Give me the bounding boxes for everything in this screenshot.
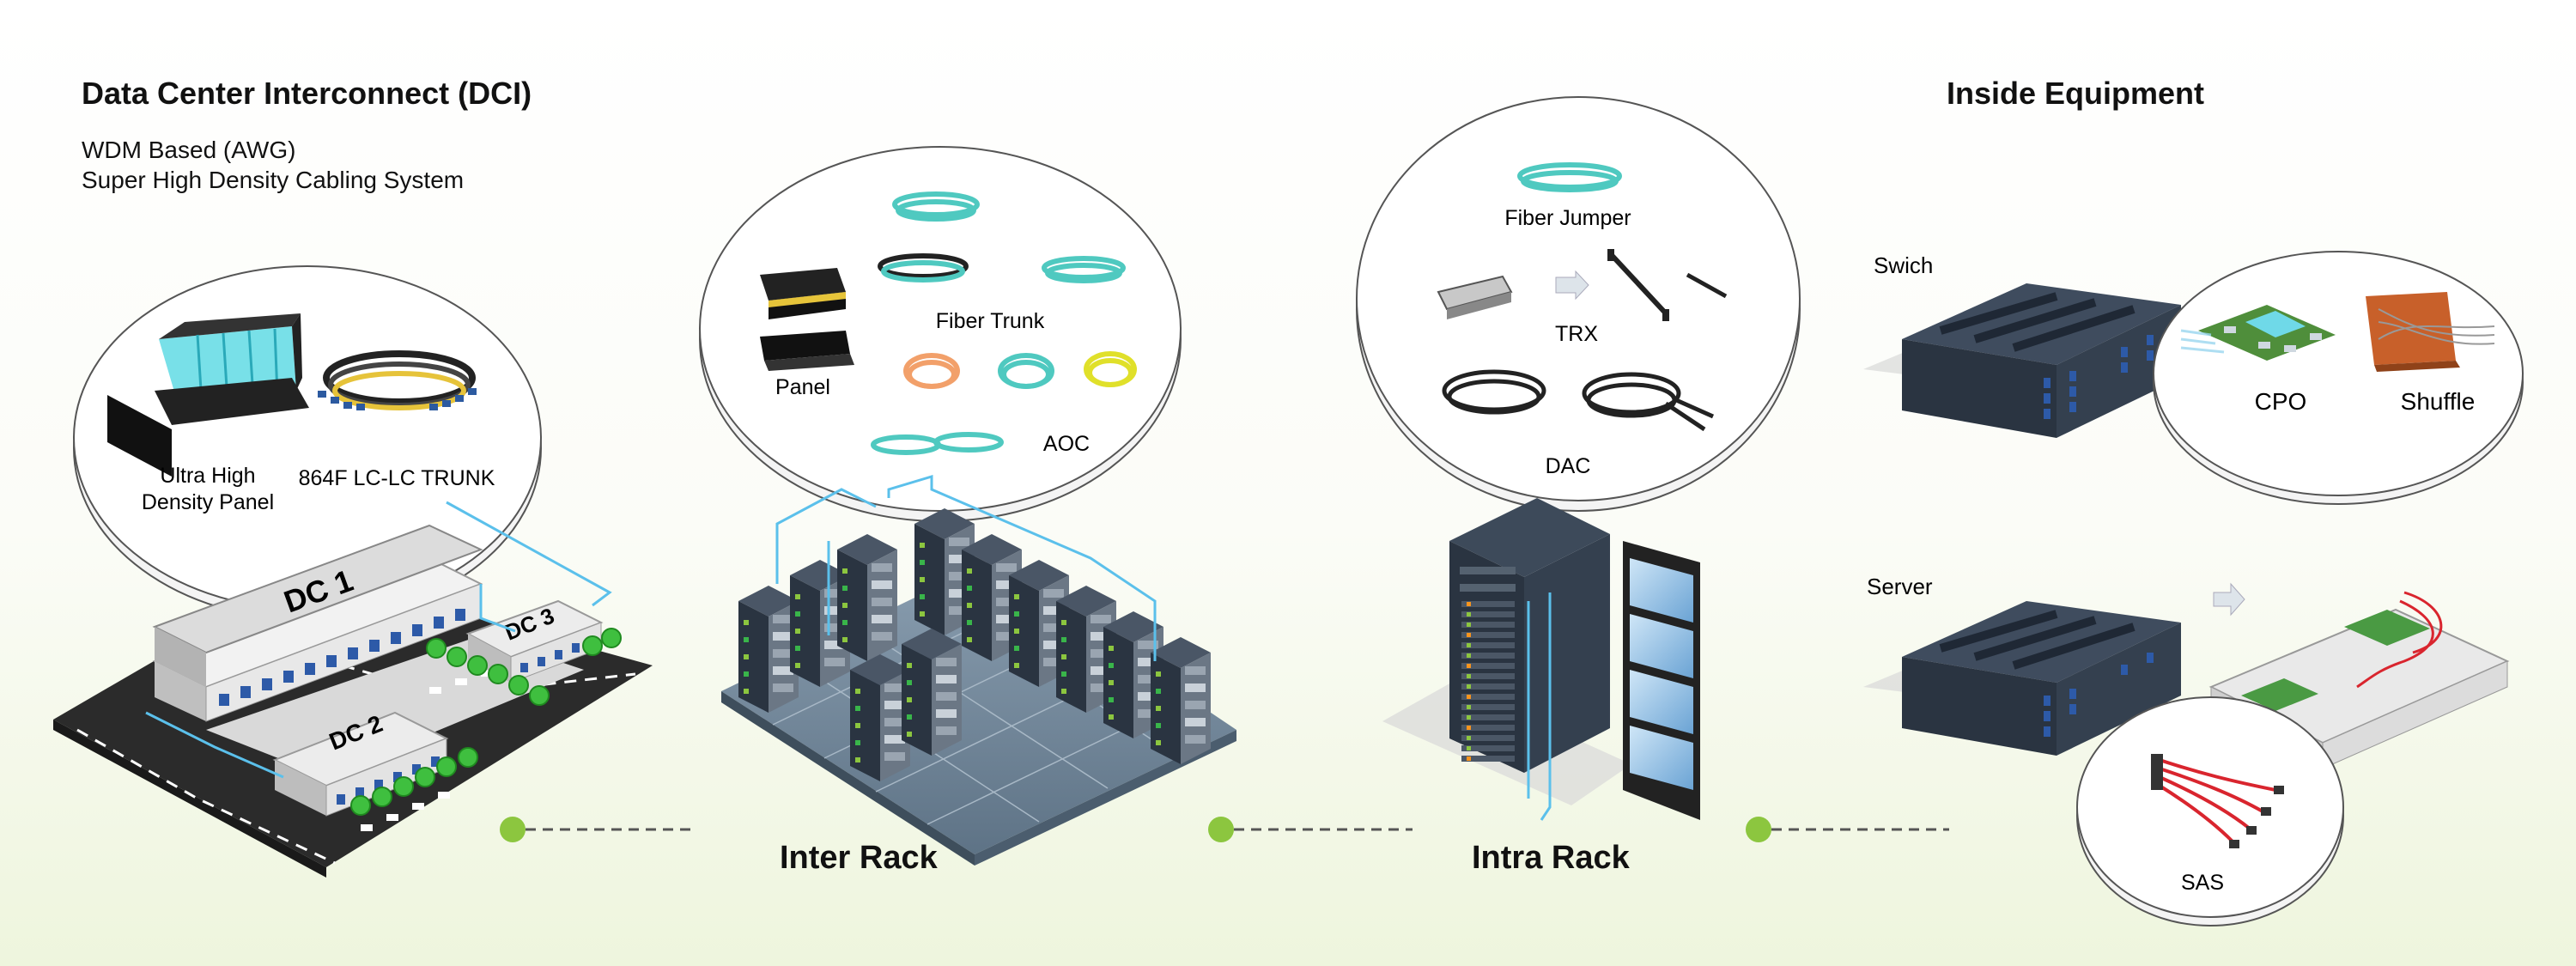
switch-chassis — [1863, 283, 2181, 438]
fiber-trunk-label: Fiber Trunk — [936, 309, 1045, 333]
shuffle-label: Shuffle — [2401, 388, 2476, 415]
dci-fiber-links — [145, 501, 612, 779]
inside-equipment-title: Inside Equipment — [1947, 76, 2205, 111]
intra-rack-title: Intra Rack — [1472, 840, 1630, 876]
trx-images — [1437, 249, 1728, 321]
dac-images — [1442, 369, 1715, 432]
server-rack — [1151, 637, 1211, 764]
server-rack — [837, 534, 897, 661]
panel-label-line2: Density Panel — [142, 490, 274, 514]
inter-rack-connector-dot — [1208, 817, 1413, 842]
server-rack — [902, 629, 962, 756]
panel-label-line1: Ultra High — [160, 464, 255, 488]
fiber-trunk-images — [871, 191, 1126, 455]
server-label: Server — [1867, 574, 1933, 599]
trx-label: TRX — [1555, 322, 1598, 346]
arrow-right-icon — [2213, 582, 2245, 617]
dac-label: DAC — [1546, 454, 1591, 478]
server-chassis — [1863, 601, 2181, 756]
dc1-building: DC 1 — [152, 524, 483, 722]
trunk-label: 864F LC-LC TRUNK — [299, 466, 495, 490]
inter-rack-fiber-routes — [775, 474, 1157, 661]
cpo-shuffle-callout-disc — [2153, 251, 2524, 505]
dci-subtitle-1: WDM Based (AWG) — [82, 137, 296, 163]
sas-callout-disc — [2076, 696, 2344, 927]
inside-equipment-section: Swich CPO — [1863, 251, 2524, 927]
server-rack — [738, 586, 799, 713]
dci-title: Data Center Interconnect (DCI) — [82, 76, 532, 111]
intra-rack-connector-dot — [1746, 817, 1949, 842]
dci-subtitle-2: Super High Density Cabling System — [82, 167, 465, 193]
aoc-label: AOC — [1043, 432, 1090, 456]
inter-rack-row — [738, 508, 1211, 781]
inter-rack-section: Fiber Trunk Panel AOC — [699, 146, 1413, 866]
sas-cable-image — [2151, 754, 2284, 848]
aoc-images — [903, 351, 1137, 389]
cpo-label: CPO — [2255, 388, 2307, 415]
inter-rack-title: Inter Rack — [780, 840, 938, 876]
panel-images — [760, 268, 854, 371]
switch-label: Swich — [1874, 252, 1933, 278]
lc-lc-trunk-image — [318, 350, 477, 410]
dci-section: Ultra High Density Panel 864F LC-LC TRUN… — [53, 265, 696, 878]
shuffle-image — [2366, 292, 2495, 372]
trees — [350, 628, 622, 816]
cpo-image — [2180, 305, 2336, 361]
inter-rack-callout-disc — [699, 146, 1182, 522]
intra-rack-cabinet — [1382, 498, 1700, 821]
dci-connector-dot — [500, 817, 696, 842]
rack-led-rows — [1461, 601, 1515, 762]
fiber-jumper-image — [1517, 162, 1622, 192]
server-rack — [850, 654, 910, 781]
intra-rack-section: Fiber Jumper TRX DAC — [1356, 96, 1949, 842]
panel-label: Panel — [775, 375, 830, 399]
intra-rack-callout-disc — [1356, 96, 1801, 512]
ultra-high-density-panel-image — [107, 313, 309, 477]
sas-label: SAS — [2181, 871, 2224, 895]
fiber-jumper-label: Fiber Jumper — [1504, 206, 1631, 230]
